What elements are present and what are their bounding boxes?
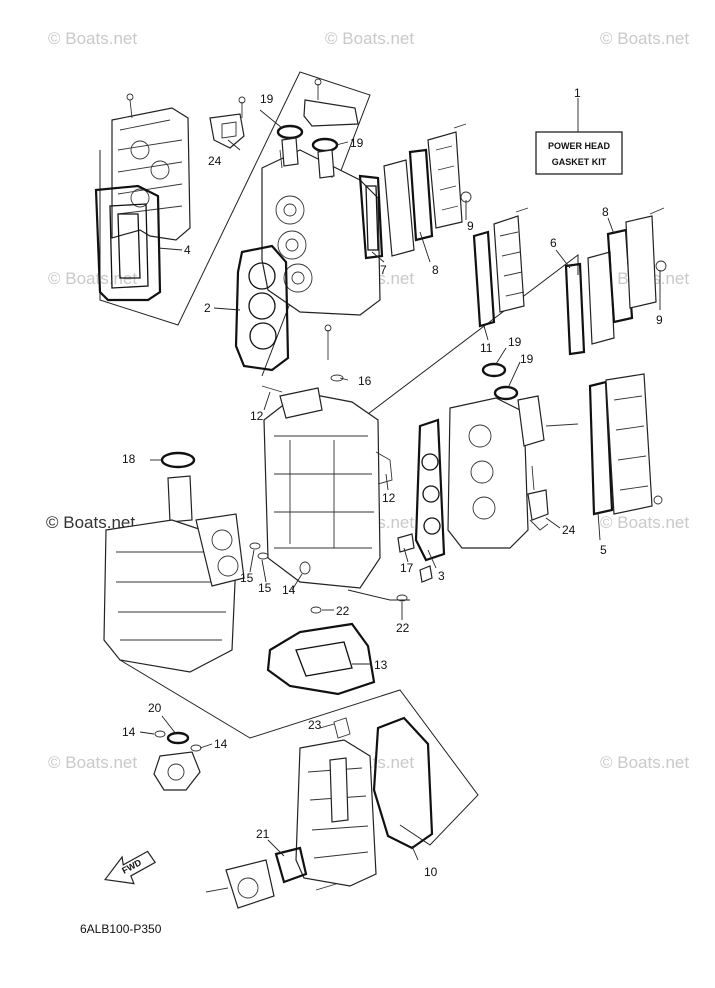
callout-14: 14 xyxy=(214,737,228,751)
gasket-kit-label: POWER HEAD GASKET KIT xyxy=(535,131,623,175)
callout-5: 5 xyxy=(600,543,607,557)
callout-19: 19 xyxy=(508,335,522,349)
part-crankcase xyxy=(103,451,245,673)
callout-17: 17 xyxy=(400,561,414,575)
watermark: © Boats.net xyxy=(600,29,689,48)
callout-23: 23 xyxy=(308,718,322,732)
callout-15: 15 xyxy=(240,571,254,585)
callout-24: 24 xyxy=(562,523,576,537)
callout-22: 22 xyxy=(336,604,350,618)
part-exhaust-cover-gasket-middle xyxy=(472,207,529,328)
watermark: © Boats.net xyxy=(46,513,135,532)
part-thermostat-cover-upper xyxy=(209,96,246,149)
callout-19: 19 xyxy=(350,136,364,150)
callout-12: 12 xyxy=(382,491,396,505)
part-exhaust-guide-gasket xyxy=(372,716,434,850)
part-o-rings xyxy=(154,542,408,752)
watermark: © Boats.net xyxy=(48,29,137,48)
part-cylinder-head-rear xyxy=(111,93,191,241)
part-exhaust-cover-lower xyxy=(564,207,667,356)
callout-2: 2 xyxy=(204,301,211,315)
callout-21: 21 xyxy=(256,827,270,841)
forward-arrow-icon: FWD xyxy=(103,850,157,885)
callout-numbers: 1 2 3 4 5 6 7 8 8 9 9 10 11 12 12 13 14 … xyxy=(122,86,663,879)
callout-4: 4 xyxy=(184,243,191,257)
watermark: © Boats.net xyxy=(48,753,137,772)
callout-3: 3 xyxy=(438,569,445,583)
watermark: © Boats.net xyxy=(48,269,137,288)
callout-9: 9 xyxy=(467,219,474,233)
callout-19: 19 xyxy=(520,352,534,366)
kit-label-line1: POWER HEAD xyxy=(548,141,611,151)
part-lower-cover xyxy=(205,846,337,909)
callout-10: 10 xyxy=(424,865,438,879)
part-fitting xyxy=(397,533,433,583)
callout-22: 22 xyxy=(396,621,410,635)
callout-24: 24 xyxy=(208,154,222,168)
callout-11: 11 xyxy=(480,341,493,355)
watermark: © Boats.net xyxy=(600,753,689,772)
part-cylinder-head-upper xyxy=(261,78,381,316)
part-cylinder-head-right xyxy=(447,362,579,549)
callout-1: 1 xyxy=(574,86,581,100)
watermark: © Boats.net xyxy=(325,29,414,48)
callout-19: 19 xyxy=(260,92,274,106)
part-oil-pump xyxy=(153,731,201,791)
part-cylinder-head-gasket-right xyxy=(414,418,446,562)
callout-20: 20 xyxy=(148,701,162,715)
watermark: © Boats.net xyxy=(600,513,689,532)
callout-9: 9 xyxy=(656,313,663,327)
callout-8: 8 xyxy=(432,263,439,277)
callout-13: 13 xyxy=(374,658,388,672)
callout-16: 16 xyxy=(358,374,372,388)
part-exhaust-cover-gasket-upper xyxy=(358,174,384,260)
diagram-code: 6ALB100-P350 xyxy=(80,922,162,936)
callout-18: 18 xyxy=(122,452,136,466)
part-exhaust-cover-right xyxy=(588,373,663,516)
part-cylinder-head-gasket-front xyxy=(234,244,290,372)
callout-14: 14 xyxy=(122,725,136,739)
callout-6: 6 xyxy=(550,236,557,250)
callout-14: 14 xyxy=(282,583,296,597)
part-exhaust-guide xyxy=(295,717,377,887)
part-cylinder-block xyxy=(263,387,393,589)
part-crankcase-gasket xyxy=(266,622,376,696)
part-sensor-fittings xyxy=(261,324,344,393)
leader-lines xyxy=(139,98,661,861)
part-cylinder-head-gasket-rear xyxy=(94,184,162,302)
part-exhaust-cover-upper xyxy=(383,123,472,257)
callout-8: 8 xyxy=(602,205,609,219)
callout-15: 15 xyxy=(258,581,272,595)
part-thermostat-cover-lower xyxy=(527,465,549,531)
kit-label-line2: GASKET KIT xyxy=(552,157,607,167)
callout-12: 12 xyxy=(250,409,264,423)
callout-7: 7 xyxy=(380,263,387,277)
